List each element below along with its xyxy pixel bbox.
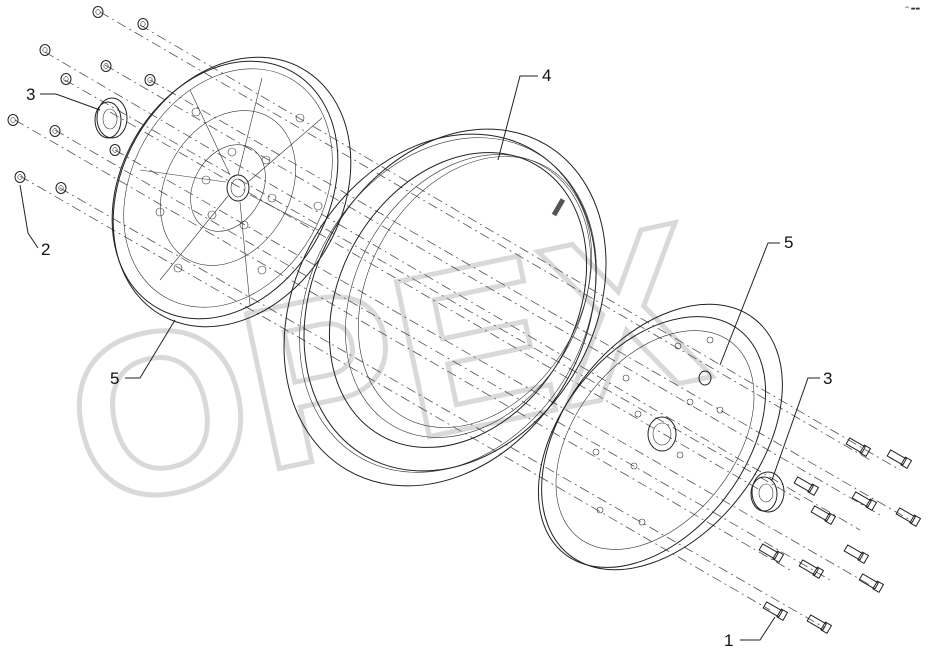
nut-set: [7, 6, 156, 194]
bolt-holes: [155, 107, 323, 275]
bolt: [810, 505, 837, 526]
callout-3-right: 3: [823, 369, 832, 388]
nut: [92, 6, 104, 18]
bolt: [762, 601, 789, 622]
nut: [60, 73, 72, 85]
bolt: [858, 573, 885, 594]
bolt-holes: [592, 336, 724, 526]
tire: [283, 128, 607, 487]
bolt: [793, 476, 820, 497]
nut: [49, 125, 61, 137]
bolt: [851, 491, 878, 512]
nut: [100, 60, 112, 72]
callout-3-left: 3: [26, 85, 35, 104]
nut: [14, 171, 26, 183]
leader-lines: [19, 75, 820, 641]
assembly-axis-lines: [14, 11, 911, 629]
callout-1: 1: [724, 631, 733, 650]
bearing-right: [750, 471, 785, 513]
spoke-lines: [139, 77, 323, 306]
corner-mark: ᵃᵇ ▬▬: [905, 6, 920, 12]
bolt: [895, 507, 922, 528]
nut: [39, 44, 51, 56]
wheel-disc-right: [537, 303, 783, 571]
callout-2: 2: [41, 240, 50, 259]
wheel-disc-left: [111, 56, 352, 328]
nut: [144, 74, 156, 86]
nut: [109, 144, 121, 156]
bolt-set: [758, 437, 922, 635]
bolt: [843, 544, 870, 565]
bearing-left: [94, 97, 128, 139]
callout-4: 4: [542, 66, 551, 85]
callout-5-right: 5: [784, 233, 793, 252]
bolt: [758, 543, 785, 564]
bolt: [886, 449, 913, 470]
nut: [55, 182, 67, 194]
nut: [137, 18, 149, 30]
bolt: [845, 437, 872, 458]
bolt: [806, 614, 833, 635]
bolt: [798, 559, 825, 580]
nut: [7, 114, 19, 126]
callout-5-left: 5: [110, 369, 119, 388]
